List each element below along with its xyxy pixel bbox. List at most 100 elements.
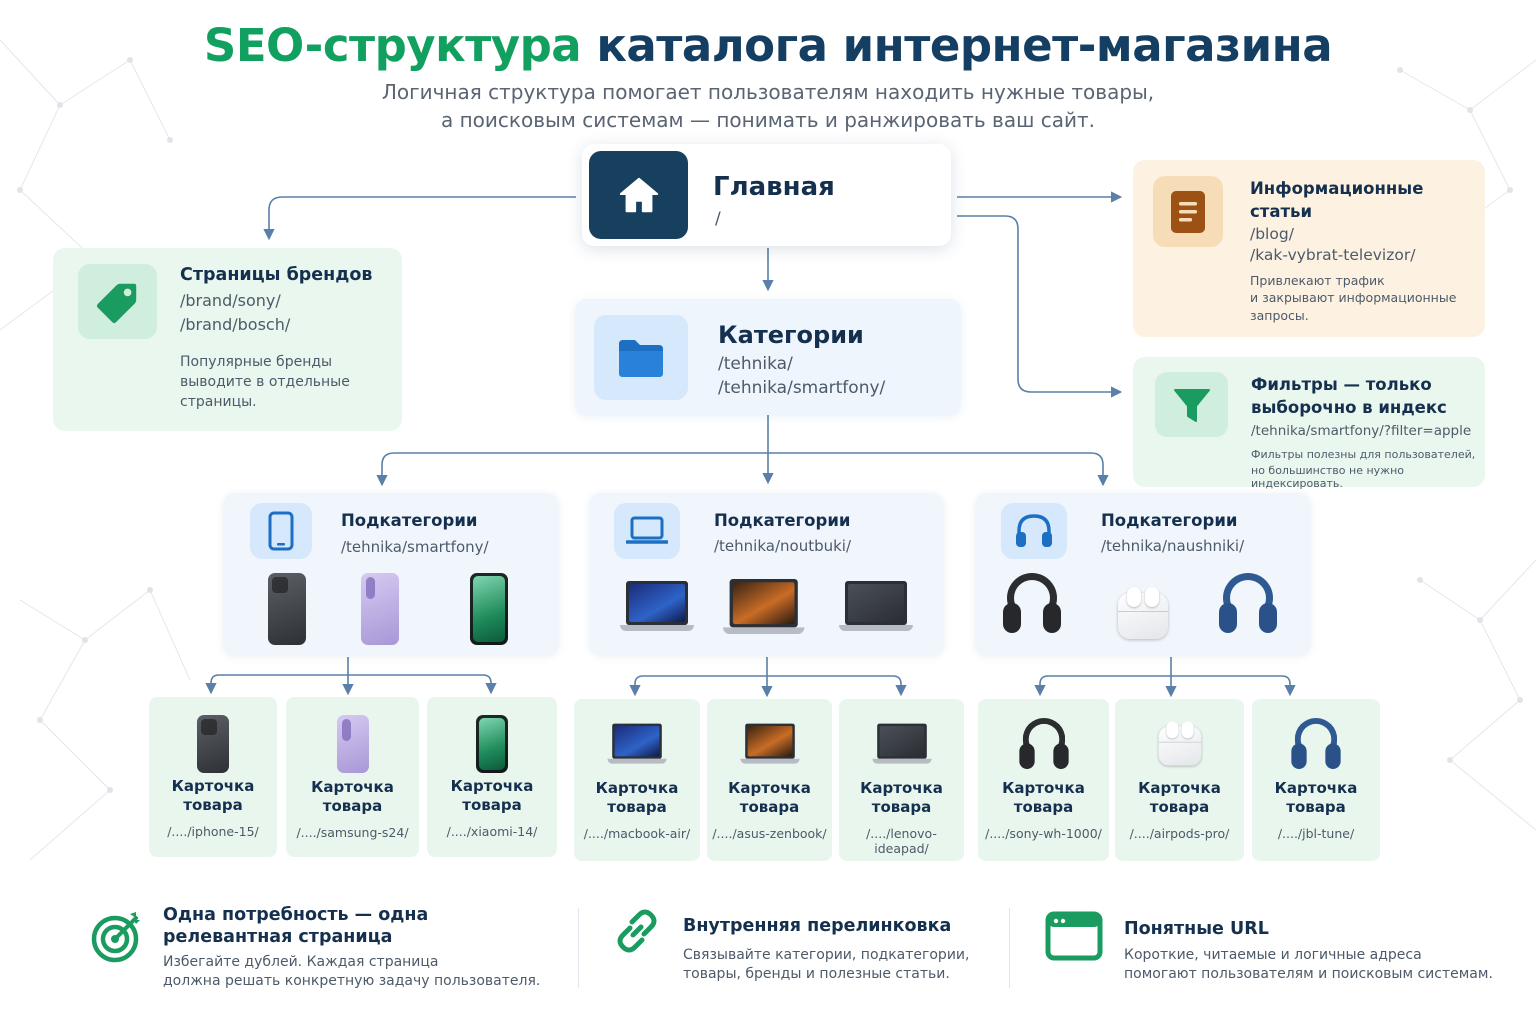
product-image-jbl-headphones	[1219, 573, 1277, 639]
product-thumb	[1252, 713, 1380, 779]
subcategory-url: /tehnika/noutbuki/	[714, 537, 852, 555]
product-label-1: Карточка	[450, 777, 534, 795]
brands-desc-2: выводите в отдельные	[180, 374, 350, 390]
product-card-samsung[interactable]: Карточка товара /..../samsung-s24/	[286, 697, 419, 857]
product-image-xiaomi	[470, 573, 508, 645]
subtitle-line-2: а поисковым системам — понимать и ранжир…	[440, 108, 1095, 132]
brands-desc-1: Популярные бренды	[180, 354, 333, 370]
articles-url-1: /blog/	[1250, 225, 1294, 243]
product-url: /..../xiaomi-14/	[446, 824, 538, 839]
articles-card[interactable]: Информационные статьи /blog/ /kak-vybrat…	[1133, 160, 1485, 337]
tip-divider	[1009, 908, 1010, 988]
home-card[interactable]: Главная /	[582, 144, 951, 246]
product-card-sony-wh-1000[interactable]: Карточка товара /..../sony-wh-1000/	[978, 699, 1109, 861]
home-icon	[589, 151, 688, 239]
product-label-1: Карточка	[860, 779, 943, 797]
product-card-xiaomi[interactable]: Карточка товара /..../xiaomi-14/	[427, 697, 557, 857]
product-url: /..../iphone-15/	[167, 824, 259, 839]
brands-url-1: /brand/sony/	[180, 291, 281, 310]
product-label-2: товара	[1149, 798, 1210, 816]
brands-desc-3: страницы.	[180, 394, 257, 410]
articles-url-2: /kak-vybrat-televizor/	[1250, 246, 1416, 264]
product-image-airpods	[1118, 587, 1168, 639]
tip-desc-3a: Короткие, читаемые и логичные адреса	[1124, 947, 1422, 963]
product-card-lenovo[interactable]: Карточка товара /..../lenovo-ideapad/	[839, 699, 964, 861]
product-card-macbook[interactable]: Карточка товара /..../macbook-air/	[574, 699, 700, 861]
tip-desc-1b: должна решать конкретную задачу пользова…	[163, 973, 541, 989]
product-thumb	[978, 713, 1109, 779]
product-image-samsung	[361, 573, 399, 645]
subcategory-card-smartphones[interactable]: Подкатегории /tehnika/smartfony/	[223, 493, 559, 656]
categories-card[interactable]: Категории /tehnika/ /tehnika/smartfony/	[575, 299, 961, 415]
product-thumb	[574, 713, 700, 779]
headphones-icon	[1001, 503, 1067, 559]
filter-icon	[1155, 372, 1228, 437]
product-label-1: Карточка	[1138, 779, 1221, 797]
articles-title-2: статьи	[1250, 202, 1313, 221]
tip-desc-1a: Избегайте дублей. Каждая страница	[163, 954, 439, 970]
subcategory-url: /tehnika/naushniki/	[1101, 537, 1245, 555]
product-thumb	[839, 713, 964, 779]
categories-url-1: /tehnika/	[718, 354, 793, 374]
product-label-1: Карточка	[728, 779, 811, 797]
product-thumb	[1115, 713, 1244, 779]
product-url: /..../sony-wh-1000/	[985, 826, 1102, 841]
product-label-2: товара	[871, 798, 932, 816]
product-url: /..../asus-zenbook/	[712, 826, 827, 841]
page-title: SEO-структура каталога интернет-магазина	[0, 18, 1536, 74]
tip-title-1a: Одна потребность — одна	[163, 905, 429, 925]
brands-card[interactable]: Страницы брендов /brand/sony/ /brand/bos…	[53, 248, 402, 431]
product-image-lenovo	[839, 581, 913, 637]
tip-title-3: Понятные URL	[1124, 919, 1269, 939]
product-thumb	[427, 711, 557, 777]
product-label-1: Карточка	[1274, 779, 1358, 797]
categories-title: Категории	[718, 321, 864, 349]
brands-url-2: /brand/bosch/	[180, 315, 291, 334]
product-image-iphone	[268, 573, 306, 645]
product-image-asus	[723, 579, 805, 641]
product-card-airpods-pro[interactable]: Карточка товара /..../airpods-pro/	[1115, 699, 1244, 861]
tip-title-1b: релевантная страница	[163, 927, 393, 947]
tip-desc-2a: Связывайте категории, подкатегории,	[683, 947, 970, 963]
filters-url: /tehnika/smartfony/?filter=apple	[1251, 423, 1472, 439]
home-title: Главная	[713, 172, 835, 202]
link-icon	[611, 907, 663, 959]
product-url: /..../airpods-pro/	[1129, 826, 1230, 841]
product-card-jbl-tune[interactable]: Карточка товара /..../jbl-tune/	[1252, 699, 1380, 861]
document-icon	[1153, 176, 1223, 247]
tip-divider	[578, 908, 579, 988]
product-label-2: товара	[739, 798, 800, 816]
product-label-2: товара	[322, 797, 383, 815]
tip-title-2: Внутренняя перелинковка	[683, 916, 952, 936]
brands-title: Страницы брендов	[180, 265, 373, 285]
product-label-2: товара	[1013, 798, 1074, 816]
product-card-asus[interactable]: Карточка товара /..../asus-zenbook/	[707, 699, 832, 861]
subcategory-card-headphones[interactable]: Подкатегории /tehnika/naushniki/	[975, 493, 1311, 656]
product-image-macbook	[620, 581, 694, 637]
filters-desc-1: Фильтры полезны для пользователей,	[1251, 448, 1476, 461]
subcategory-title: Подкатегории	[341, 511, 478, 530]
product-thumb	[707, 713, 832, 779]
subtitle-line-1: Логичная структура помогает пользователя…	[381, 80, 1155, 104]
product-card-iphone[interactable]: Карточка товара /..../iphone-15/	[149, 697, 277, 857]
product-url: /..../samsung-s24/	[296, 825, 409, 840]
subcategory-url: /tehnika/smartfony/	[341, 538, 489, 556]
filters-desc-2: но большинство не нужно индексировать.	[1251, 464, 1405, 490]
filters-card[interactable]: Фильтры — только выборочно в индекс /teh…	[1133, 357, 1485, 490]
product-image-sony-headphones	[1003, 573, 1061, 639]
articles-desc-3: запросы.	[1250, 308, 1309, 323]
product-label-2: товара	[607, 798, 667, 816]
product-url: /..../lenovo-ideapad/	[866, 826, 937, 856]
title-main: каталога интернет-магазина	[596, 19, 1333, 72]
subcategory-title: Подкатегории	[714, 511, 851, 530]
folder-icon	[594, 315, 688, 400]
tip-desc-3b: помогают пользователям и поисковым систе…	[1124, 966, 1493, 982]
product-label-2: товара	[462, 796, 522, 814]
home-url: /	[715, 209, 721, 229]
smartphone-icon	[250, 503, 312, 559]
laptop-icon	[614, 503, 680, 559]
target-icon	[90, 908, 146, 968]
product-url: /..../jbl-tune/	[1277, 826, 1355, 841]
subcategory-card-laptops[interactable]: Подкатегории /tehnika/noutbuki/	[589, 493, 944, 656]
product-label-2: товара	[183, 796, 243, 814]
